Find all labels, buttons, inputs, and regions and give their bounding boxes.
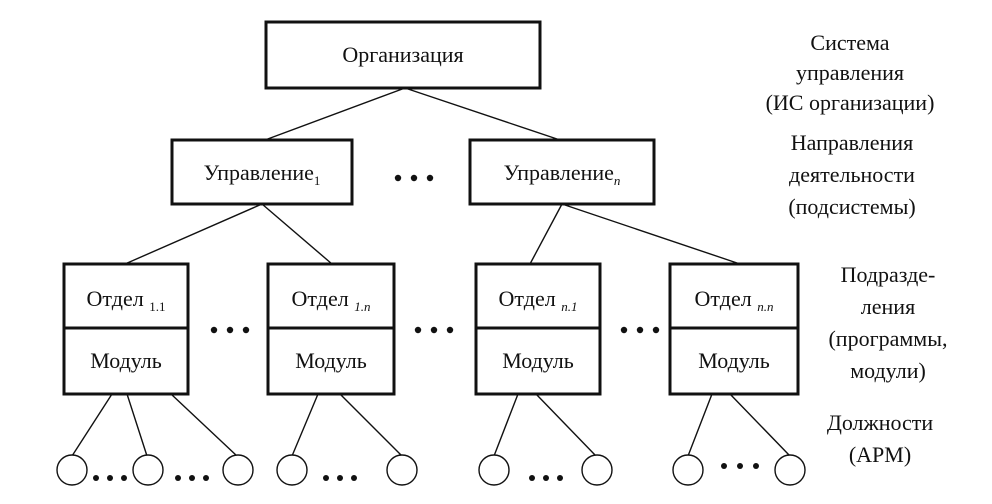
node-organization: Организация	[264, 20, 542, 90]
side-label-level-3: Подразде- ления (программы, модули)	[828, 262, 947, 383]
side-label-line: Направления	[791, 130, 913, 155]
node-department-n-1: Отдел n.1 Модуль	[474, 262, 602, 396]
side-label-line: ления	[861, 294, 915, 319]
position-node	[56, 454, 88, 486]
side-label-line: Система	[810, 30, 889, 55]
module-n-1-label: Модуль	[502, 348, 574, 373]
department-n-1-label: Отдел	[499, 286, 562, 311]
side-label-line: (программы,	[828, 326, 947, 351]
module-1-1-label: Модуль	[90, 348, 162, 373]
department-n-n-subscript: n.n	[757, 299, 773, 314]
edge-modnn-pos9	[729, 393, 791, 457]
node-management-1-label: Управление	[204, 160, 314, 185]
side-label-line: (АРМ)	[849, 442, 911, 467]
side-label-line: модули)	[850, 358, 926, 383]
positions	[56, 454, 806, 486]
node-department-1-1: Отдел 1.1 Модуль	[62, 262, 190, 396]
edge-org-mgmtn	[404, 87, 561, 141]
position-node	[478, 454, 510, 486]
connectors	[71, 87, 791, 457]
position-node	[581, 454, 613, 486]
node-management-n: Управлениеn	[468, 138, 656, 206]
ellipsis-departments-3	[620, 326, 660, 334]
module-1-n-label: Модуль	[295, 348, 367, 373]
side-label-level-4: Должности (АРМ)	[827, 410, 934, 467]
edge-mgmt1-dept1n	[261, 203, 333, 265]
edge-mod1n-pos4	[291, 393, 319, 457]
department-n-1-subscript: n.1	[561, 299, 577, 314]
node-management-n-subscript: n	[614, 173, 621, 188]
side-label-line: (ИС организации)	[766, 90, 935, 115]
svg-text:Отдел 1.n: Отдел 1.n	[292, 286, 371, 314]
edge-org-mgmt1	[264, 87, 406, 141]
position-node	[222, 454, 254, 486]
node-management-n-label: Управление	[504, 160, 614, 185]
department-1-n-label: Отдел	[292, 286, 355, 311]
edge-mgmtn-deptnn	[561, 203, 741, 265]
node-management-1-subscript: 1	[314, 173, 321, 188]
node-department-n-n: Отдел n.n Модуль	[668, 262, 800, 396]
ellipsis-departments-2	[414, 326, 454, 334]
position-node	[276, 454, 308, 486]
ellipsis-management	[394, 174, 434, 182]
svg-text:Отдел 1.1: Отдел 1.1	[87, 286, 166, 314]
edge-modnn-pos8	[687, 393, 713, 457]
edge-mod11-pos2	[126, 393, 148, 457]
position-node	[672, 454, 704, 486]
edge-mod1n-pos5	[339, 393, 403, 457]
node-management-1: Управление1	[170, 138, 354, 206]
edge-modn1-pos7	[535, 393, 597, 457]
edge-modn1-pos6	[493, 393, 519, 457]
node-department-1-n: Отдел 1.n Модуль	[266, 262, 396, 396]
ellipsis-departments-1	[210, 326, 250, 334]
department-1-1-label: Отдел	[87, 286, 150, 311]
position-node	[774, 454, 806, 486]
side-label-level-1: Система управления (ИС организации)	[766, 30, 935, 115]
position-node	[132, 454, 164, 486]
position-node	[386, 454, 418, 486]
department-1-1-subscript: 1.1	[149, 299, 165, 314]
node-organization-label: Организация	[342, 42, 463, 67]
edge-mgmtn-deptn1	[529, 203, 563, 265]
side-label-level-2: Направления деятельности (подсистемы)	[788, 130, 915, 219]
side-label-line: деятельности	[789, 162, 915, 187]
side-label-line: Подразде-	[841, 262, 936, 287]
edge-mgmt1-dept11	[124, 203, 263, 265]
side-label-line: управления	[796, 60, 904, 85]
module-n-n-label: Модуль	[698, 348, 770, 373]
svg-text:Управление1: Управление1	[204, 160, 321, 188]
svg-text:Отдел n.n: Отдел n.n	[695, 286, 774, 314]
side-label-line: (подсистемы)	[788, 194, 915, 219]
side-label-line: Должности	[827, 410, 934, 435]
department-1-n-subscript: 1.n	[354, 299, 370, 314]
edge-mod11-pos1	[71, 393, 113, 457]
department-n-n-label: Отдел	[695, 286, 758, 311]
svg-text:Отдел n.1: Отдел n.1	[499, 286, 578, 314]
edge-mod11-pos3	[170, 393, 238, 457]
svg-text:Управлениеn: Управлениеn	[504, 160, 621, 188]
